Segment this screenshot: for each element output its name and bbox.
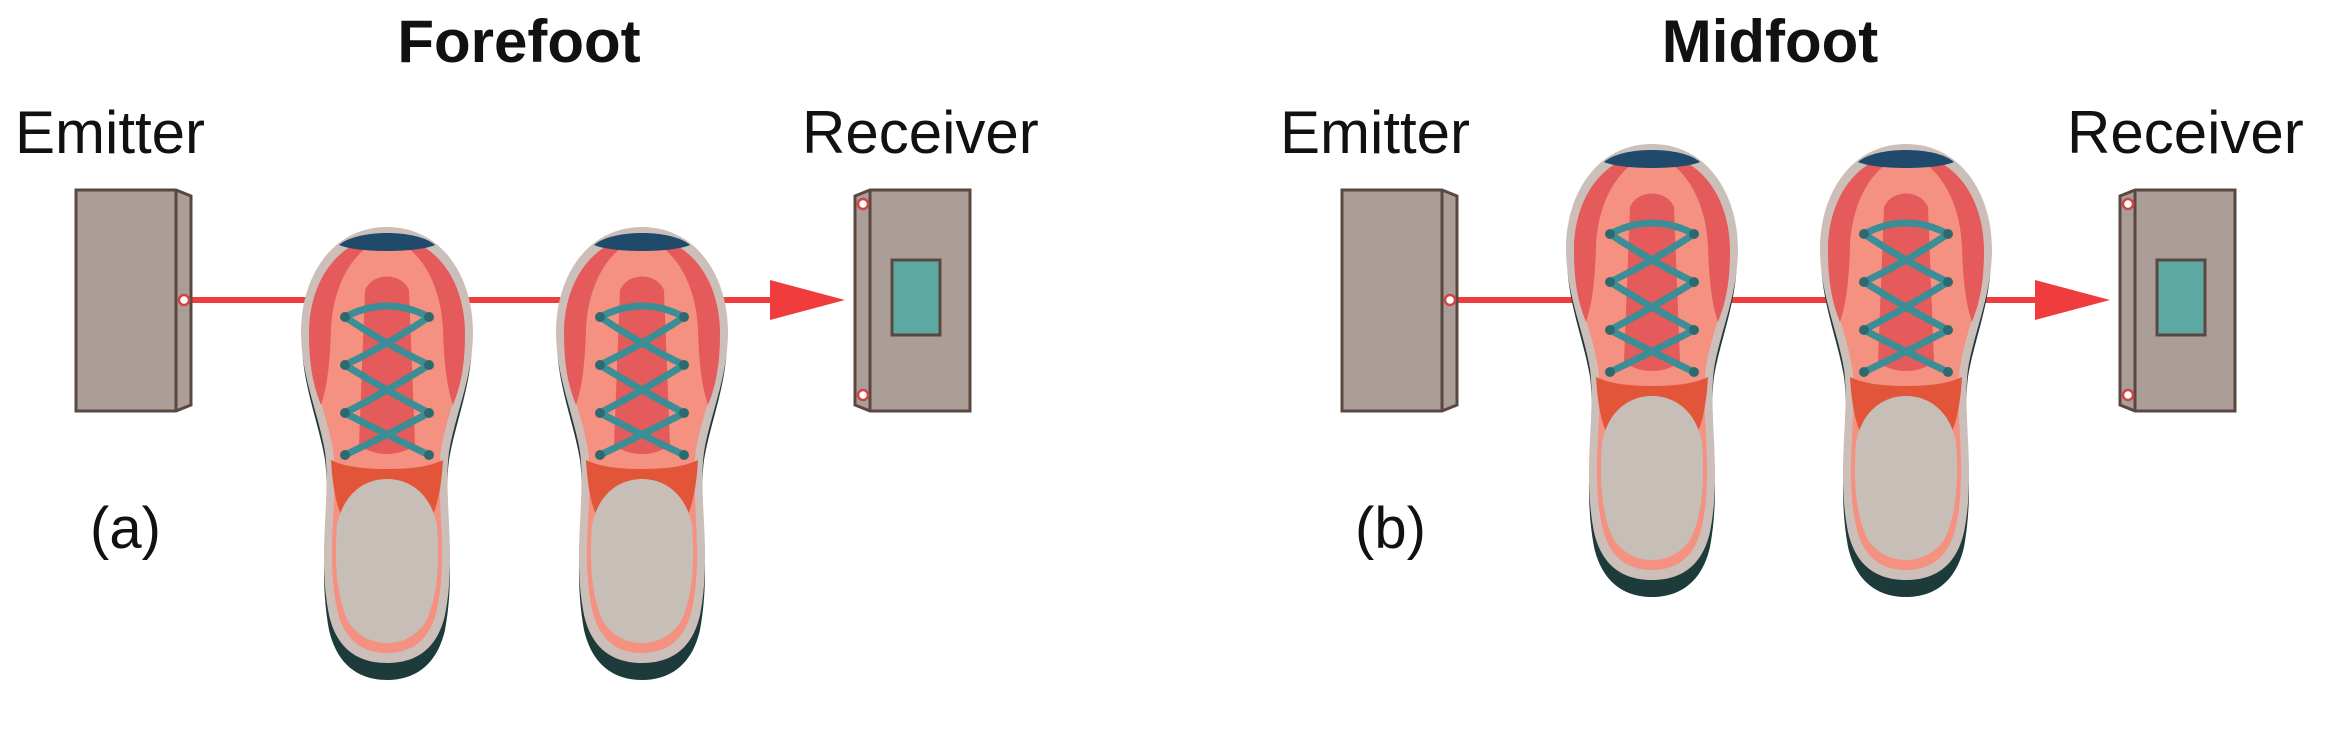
shoe-icon <box>556 227 728 680</box>
shoe-icon <box>1566 144 1738 597</box>
shoe-icon <box>301 227 473 680</box>
laser-beam-icon <box>186 280 845 320</box>
panel-title: Forefoot <box>397 8 640 75</box>
receiver-label: Receiver <box>2067 99 2304 166</box>
panel-midfoot: Midfoot Emitter Receiver (b) <box>1280 8 2304 597</box>
panel-forefoot: Forefoot Emitter Receiver (a) <box>15 8 1039 680</box>
emitter-label: Emitter <box>15 99 205 166</box>
shoe-icon <box>1820 144 1992 597</box>
emitter-label: Emitter <box>1280 99 1470 166</box>
emitter-icon <box>1340 188 1459 413</box>
receiver-label: Receiver <box>802 99 1039 166</box>
receiver-icon <box>2118 188 2237 413</box>
panel-label: (a) <box>90 496 161 561</box>
emitter-icon <box>74 188 193 413</box>
panel-title: Midfoot <box>1662 8 1879 75</box>
laser-beam-icon <box>1450 280 2110 320</box>
panel-label: (b) <box>1355 496 1426 561</box>
receiver-icon <box>853 188 972 413</box>
